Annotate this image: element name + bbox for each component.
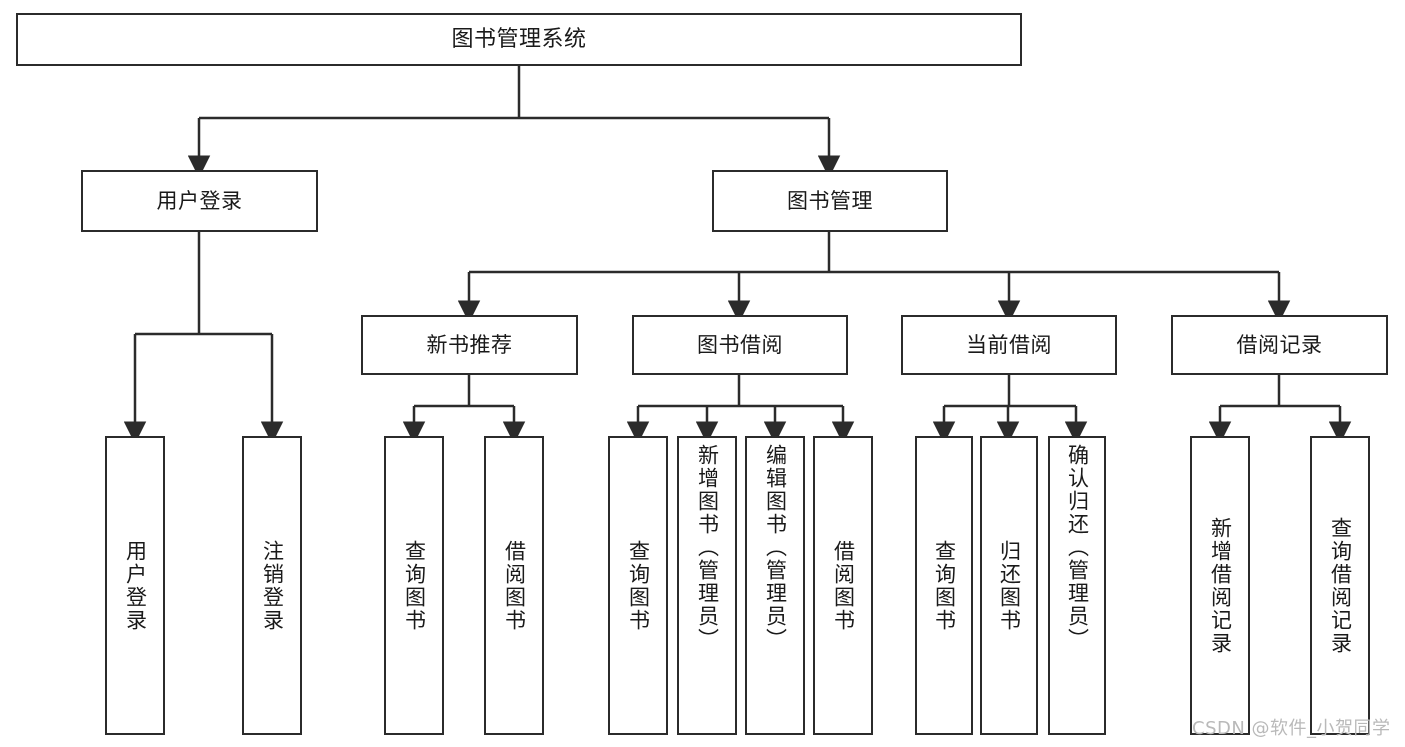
node-book-borrow-label: 图书借阅 [697, 332, 783, 357]
leaf-current-return-label: 归还图书 [997, 539, 1022, 632]
leaf-borrow-query[interactable]: 查询图书 [608, 436, 668, 735]
leaf-borrow-edit[interactable]: 编辑图书（管理员） [745, 436, 805, 735]
leaf-new-book-query-label: 查询图书 [402, 539, 427, 632]
leaf-record-add[interactable]: 新增借阅记录 [1190, 436, 1250, 735]
leaf-user-login-label: 用户登录 [123, 539, 148, 632]
leaf-current-query[interactable]: 查询图书 [915, 436, 973, 735]
leaf-borrow-lend-label: 借阅图书 [831, 539, 856, 632]
leaf-current-confirm[interactable]: 确认归还（管理员） [1048, 436, 1106, 735]
leaf-new-book-borrow[interactable]: 借阅图书 [484, 436, 544, 735]
leaf-new-book-borrow-label: 借阅图书 [502, 539, 527, 632]
leaf-borrow-query-label: 查询图书 [626, 539, 651, 632]
leaf-record-query[interactable]: 查询借阅记录 [1310, 436, 1370, 735]
leaf-current-return[interactable]: 归还图书 [980, 436, 1038, 735]
leaf-logout-label: 注销登录 [260, 539, 285, 632]
leaf-user-login[interactable]: 用户登录 [105, 436, 165, 735]
node-root[interactable]: 图书管理系统 [16, 13, 1022, 66]
node-borrow-record[interactable]: 借阅记录 [1171, 315, 1388, 375]
node-user-login-label: 用户登录 [156, 188, 243, 213]
node-book-manage[interactable]: 图书管理 [712, 170, 948, 232]
node-current-borrow-label: 当前借阅 [966, 332, 1052, 357]
leaf-record-add-label: 新增借阅记录 [1208, 516, 1233, 655]
node-new-book[interactable]: 新书推荐 [361, 315, 578, 375]
node-new-book-label: 新书推荐 [426, 332, 513, 357]
leaf-borrow-add-label: 新增图书（管理员） [695, 444, 720, 651]
leaf-borrow-add[interactable]: 新增图书（管理员） [677, 436, 737, 735]
watermark: CSDN @软件_小贺同学 [1192, 718, 1391, 739]
node-current-borrow[interactable]: 当前借阅 [901, 315, 1117, 375]
node-user-login[interactable]: 用户登录 [81, 170, 318, 232]
leaf-logout[interactable]: 注销登录 [242, 436, 302, 735]
leaf-borrow-edit-label: 编辑图书（管理员） [763, 444, 788, 651]
node-root-label: 图书管理系统 [451, 26, 587, 52]
leaf-new-book-query[interactable]: 查询图书 [384, 436, 444, 735]
node-book-manage-label: 图书管理 [787, 188, 873, 213]
node-book-borrow[interactable]: 图书借阅 [632, 315, 848, 375]
leaf-borrow-lend[interactable]: 借阅图书 [813, 436, 873, 735]
leaf-current-query-label: 查询图书 [932, 539, 957, 632]
node-borrow-record-label: 借阅记录 [1236, 332, 1323, 357]
leaf-record-query-label: 查询借阅记录 [1328, 516, 1353, 655]
leaf-current-confirm-label: 确认归还（管理员） [1065, 444, 1090, 651]
